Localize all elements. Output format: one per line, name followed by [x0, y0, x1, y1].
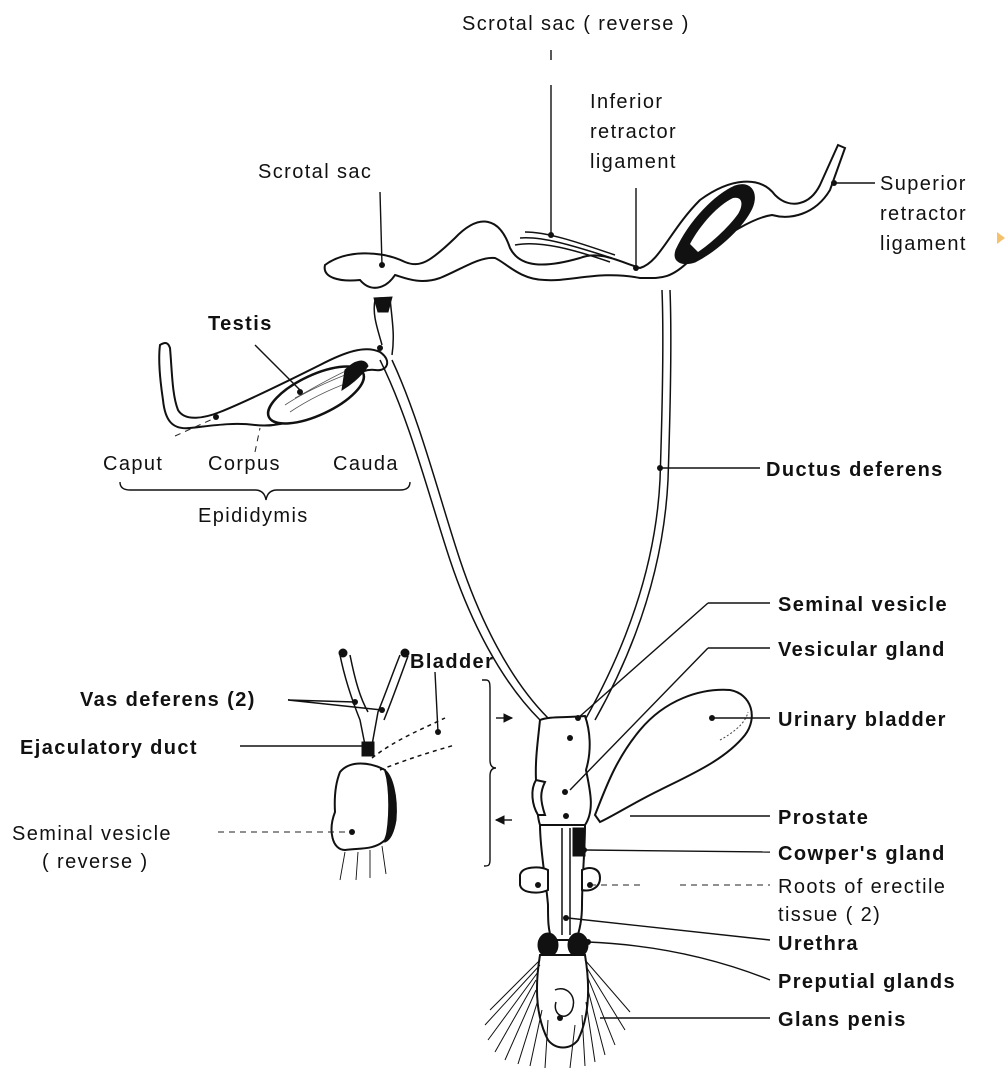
epididymis-bracket [120, 482, 410, 500]
inset-bladder-dashes [372, 718, 455, 770]
label-superior-retractor-1: Superior [880, 173, 967, 195]
accent-marker-icon [997, 232, 1005, 244]
left-neck-dark [374, 297, 392, 312]
scrotal-ligament-chain [325, 145, 845, 288]
label-preputial-glands: Preputial glands [778, 971, 956, 993]
inset-vas-right-tip [401, 649, 409, 657]
leader-dots [213, 180, 837, 1021]
leader-urethra [568, 918, 770, 940]
label-seminal-vesicle-reverse-1: Seminal vesicle [12, 823, 172, 845]
label-seminal-vesicle-reverse-2: ( reverse ) [42, 851, 149, 873]
label-ejaculatory-duct: Ejaculatory duct [20, 737, 198, 759]
inset-threads [340, 846, 386, 880]
label-ductus-deferens: Ductus deferens [766, 459, 944, 481]
label-inferior-retractor-2: retractor [590, 121, 677, 143]
label-testis: Testis [208, 313, 273, 335]
erectile-root-left [520, 867, 548, 892]
right-ductus-deferens [585, 290, 663, 720]
label-epididymis: Epididymis [198, 505, 309, 527]
label-vesicular-gland: Vesicular gland [778, 639, 946, 661]
label-superior-retractor-2: retractor [880, 203, 967, 225]
inset-ejaculatory-duct [362, 742, 374, 756]
glans-penis-organ [537, 955, 588, 1048]
label-caput: Caput [103, 453, 163, 475]
label-roots-erectile-2: tissue ( 2) [778, 904, 881, 926]
label-glans-penis: Glans penis [778, 1009, 907, 1031]
leader-cowpers-gland [585, 850, 770, 852]
label-urinary-bladder: Urinary bladder [778, 709, 947, 731]
label-corpus: Corpus [208, 453, 281, 475]
inset-drawing [332, 649, 455, 880]
inset-vas-left-tip [339, 649, 347, 657]
preputial-gland-left [538, 933, 558, 957]
label-cowpers-gland: Cowper's gland [778, 843, 946, 865]
leader-preputial-glands [588, 942, 770, 980]
urinary-bladder-organ [595, 690, 752, 822]
label-cauda: Cauda [333, 453, 399, 475]
preputial-gland-right [568, 933, 588, 957]
label-superior-retractor-3: ligament [880, 233, 967, 255]
label-scrotal-sac: Scrotal sac [258, 161, 372, 183]
label-seminal-vesicle: Seminal vesicle [778, 594, 948, 616]
label-vas-deferens: Vas deferens (2) [80, 689, 256, 711]
label-inferior-retractor-3: ligament [590, 151, 677, 173]
inset-seminal-vesicle [332, 764, 391, 851]
inset-vas-right [372, 655, 400, 745]
label-prostate: Prostate [778, 807, 869, 829]
label-urethra: Urethra [778, 933, 859, 955]
bracket-arrow-lower-head [496, 816, 504, 824]
leader-vas-deferens [288, 700, 382, 710]
leader-corpus [255, 428, 260, 452]
labels: Scrotal sac ( reverse ) Inferior retract… [12, 13, 967, 1031]
label-scrotal-sac-reverse: Scrotal sac ( reverse ) [462, 13, 690, 35]
label-bladder: Bladder [410, 651, 494, 673]
bladder-bracket [482, 680, 496, 866]
leader-testis [255, 345, 300, 390]
bracket-arrow-upper-head [504, 714, 512, 722]
right-ductus-deferens-inner [595, 290, 671, 720]
label-roots-erectile-1: Roots of erectile [778, 876, 946, 898]
label-inferior-retractor-1: Inferior [590, 91, 663, 113]
